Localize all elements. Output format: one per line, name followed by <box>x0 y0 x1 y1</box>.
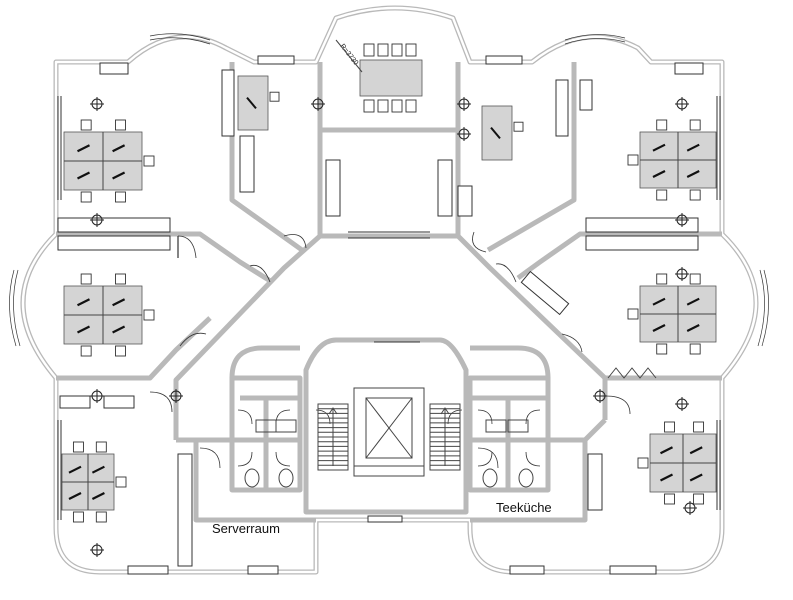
workstation-cluster <box>63 119 155 203</box>
staircase-left <box>317 403 349 471</box>
workstation-cluster <box>61 441 127 523</box>
conference-table: R=3730 <box>335 39 423 113</box>
ceiling-lamp-icon <box>90 97 104 111</box>
ceiling-lamps <box>90 97 697 557</box>
ceiling-lamp-icon <box>683 501 697 515</box>
workstation-cluster <box>63 273 155 357</box>
ceiling-lamp-icon <box>675 397 689 411</box>
ceiling-lamp-icon <box>457 97 471 111</box>
ceiling-lamp-icon <box>675 213 689 227</box>
ceiling-lamp-icon <box>457 127 471 141</box>
server-room-label: Serverraum <box>212 521 280 536</box>
ceiling-lamp-icon <box>169 389 183 403</box>
windows <box>9 33 769 575</box>
outer-wall <box>20 5 759 575</box>
workstations <box>61 75 717 523</box>
elevator <box>353 387 425 477</box>
workstation-cluster <box>627 119 717 201</box>
doors <box>149 231 631 469</box>
ceiling-lamp-icon <box>90 543 104 557</box>
cabinets <box>57 69 699 567</box>
single-desk <box>237 75 280 131</box>
sanitary-fixtures <box>244 419 534 488</box>
workstation-cluster <box>627 273 717 355</box>
tea-kitchen-label: Teeküche <box>496 500 552 515</box>
interior-walls <box>56 62 722 523</box>
ceiling-lamp-icon <box>90 389 104 403</box>
ceiling-lamp-icon <box>311 97 325 111</box>
ceiling-lamp-icon <box>593 389 607 403</box>
staircase-right <box>429 403 461 471</box>
workstation-cluster <box>637 421 717 505</box>
ceiling-lamp-icon <box>675 97 689 111</box>
ceiling-lamp-icon <box>675 267 689 281</box>
single-desk <box>481 105 524 161</box>
ceiling-lamp-icon <box>90 213 104 227</box>
